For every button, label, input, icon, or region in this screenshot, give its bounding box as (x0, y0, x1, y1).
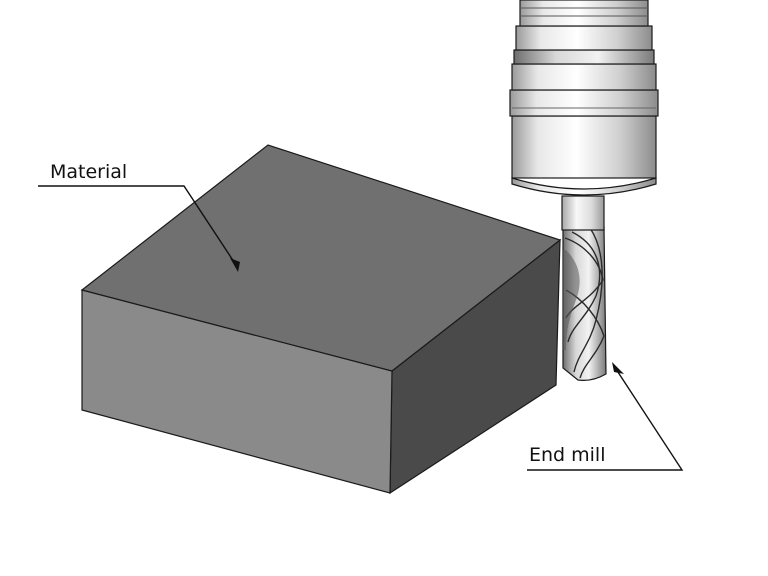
end-mill-flute-shadow (563, 250, 580, 350)
end-mill-label: End mill (529, 444, 606, 466)
block-top-face (80, 144, 562, 372)
end-mill-callout: End mill (527, 362, 684, 471)
end-mill-flutes (562, 226, 607, 381)
holder-ring-lower (509, 89, 659, 117)
tool-holder (509, 0, 659, 196)
holder-body (511, 115, 657, 179)
material-arrowhead (230, 258, 240, 272)
holder-ring-middle (511, 63, 657, 91)
material-callout: Material (38, 161, 240, 272)
material-leader-line (38, 185, 239, 269)
holder-bottom-taper (511, 177, 657, 196)
end-mill-flute-helix-4 (565, 289, 605, 379)
end-mill-leader-line (527, 365, 684, 471)
holder-spindle-top (519, 0, 649, 27)
end-mill-shank (561, 195, 605, 231)
end-mill-arrowhead (612, 362, 624, 374)
end-mill-flute-helix-1 (564, 237, 604, 319)
holder-ring-upper (515, 25, 653, 51)
holder-ring-groove (513, 49, 655, 65)
end-mill-flute-helix-2 (567, 231, 601, 343)
material-block (80, 144, 562, 495)
material-label: Material (50, 161, 127, 183)
